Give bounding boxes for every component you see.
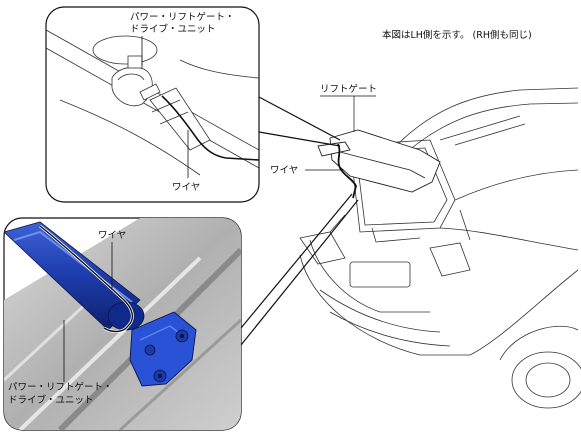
top-unit-label-line2: ドライブ・ユニット [130, 23, 216, 35]
top-callout-connector [258, 96, 341, 147]
liftgate [317, 129, 441, 193]
bottom-unit-label-line2: ドライブ・ユニット [8, 394, 94, 406]
side-note: 本図はLH側を示す。 (RH側も同じ) [382, 29, 532, 41]
bottom-detail-callout [3, 217, 242, 431]
top-wire-label: ワイヤ [172, 182, 200, 193]
bottom-wire-label: ワイヤ [98, 230, 126, 241]
bottom-callout-connector [240, 193, 359, 346]
car-wire-label: ワイヤ [270, 165, 298, 176]
top-unit-label-line1: パワー・リフトゲート・ [130, 11, 235, 23]
top-detail-callout [45, 6, 260, 203]
top-wire-line [161, 95, 259, 161]
car-wire-line [337, 143, 357, 199]
bottom-unit-label-line1: パワー・リフトゲート・ [8, 381, 113, 393]
car-illustration [299, 87, 581, 409]
liftgate-label: リフトゲート [320, 83, 377, 95]
